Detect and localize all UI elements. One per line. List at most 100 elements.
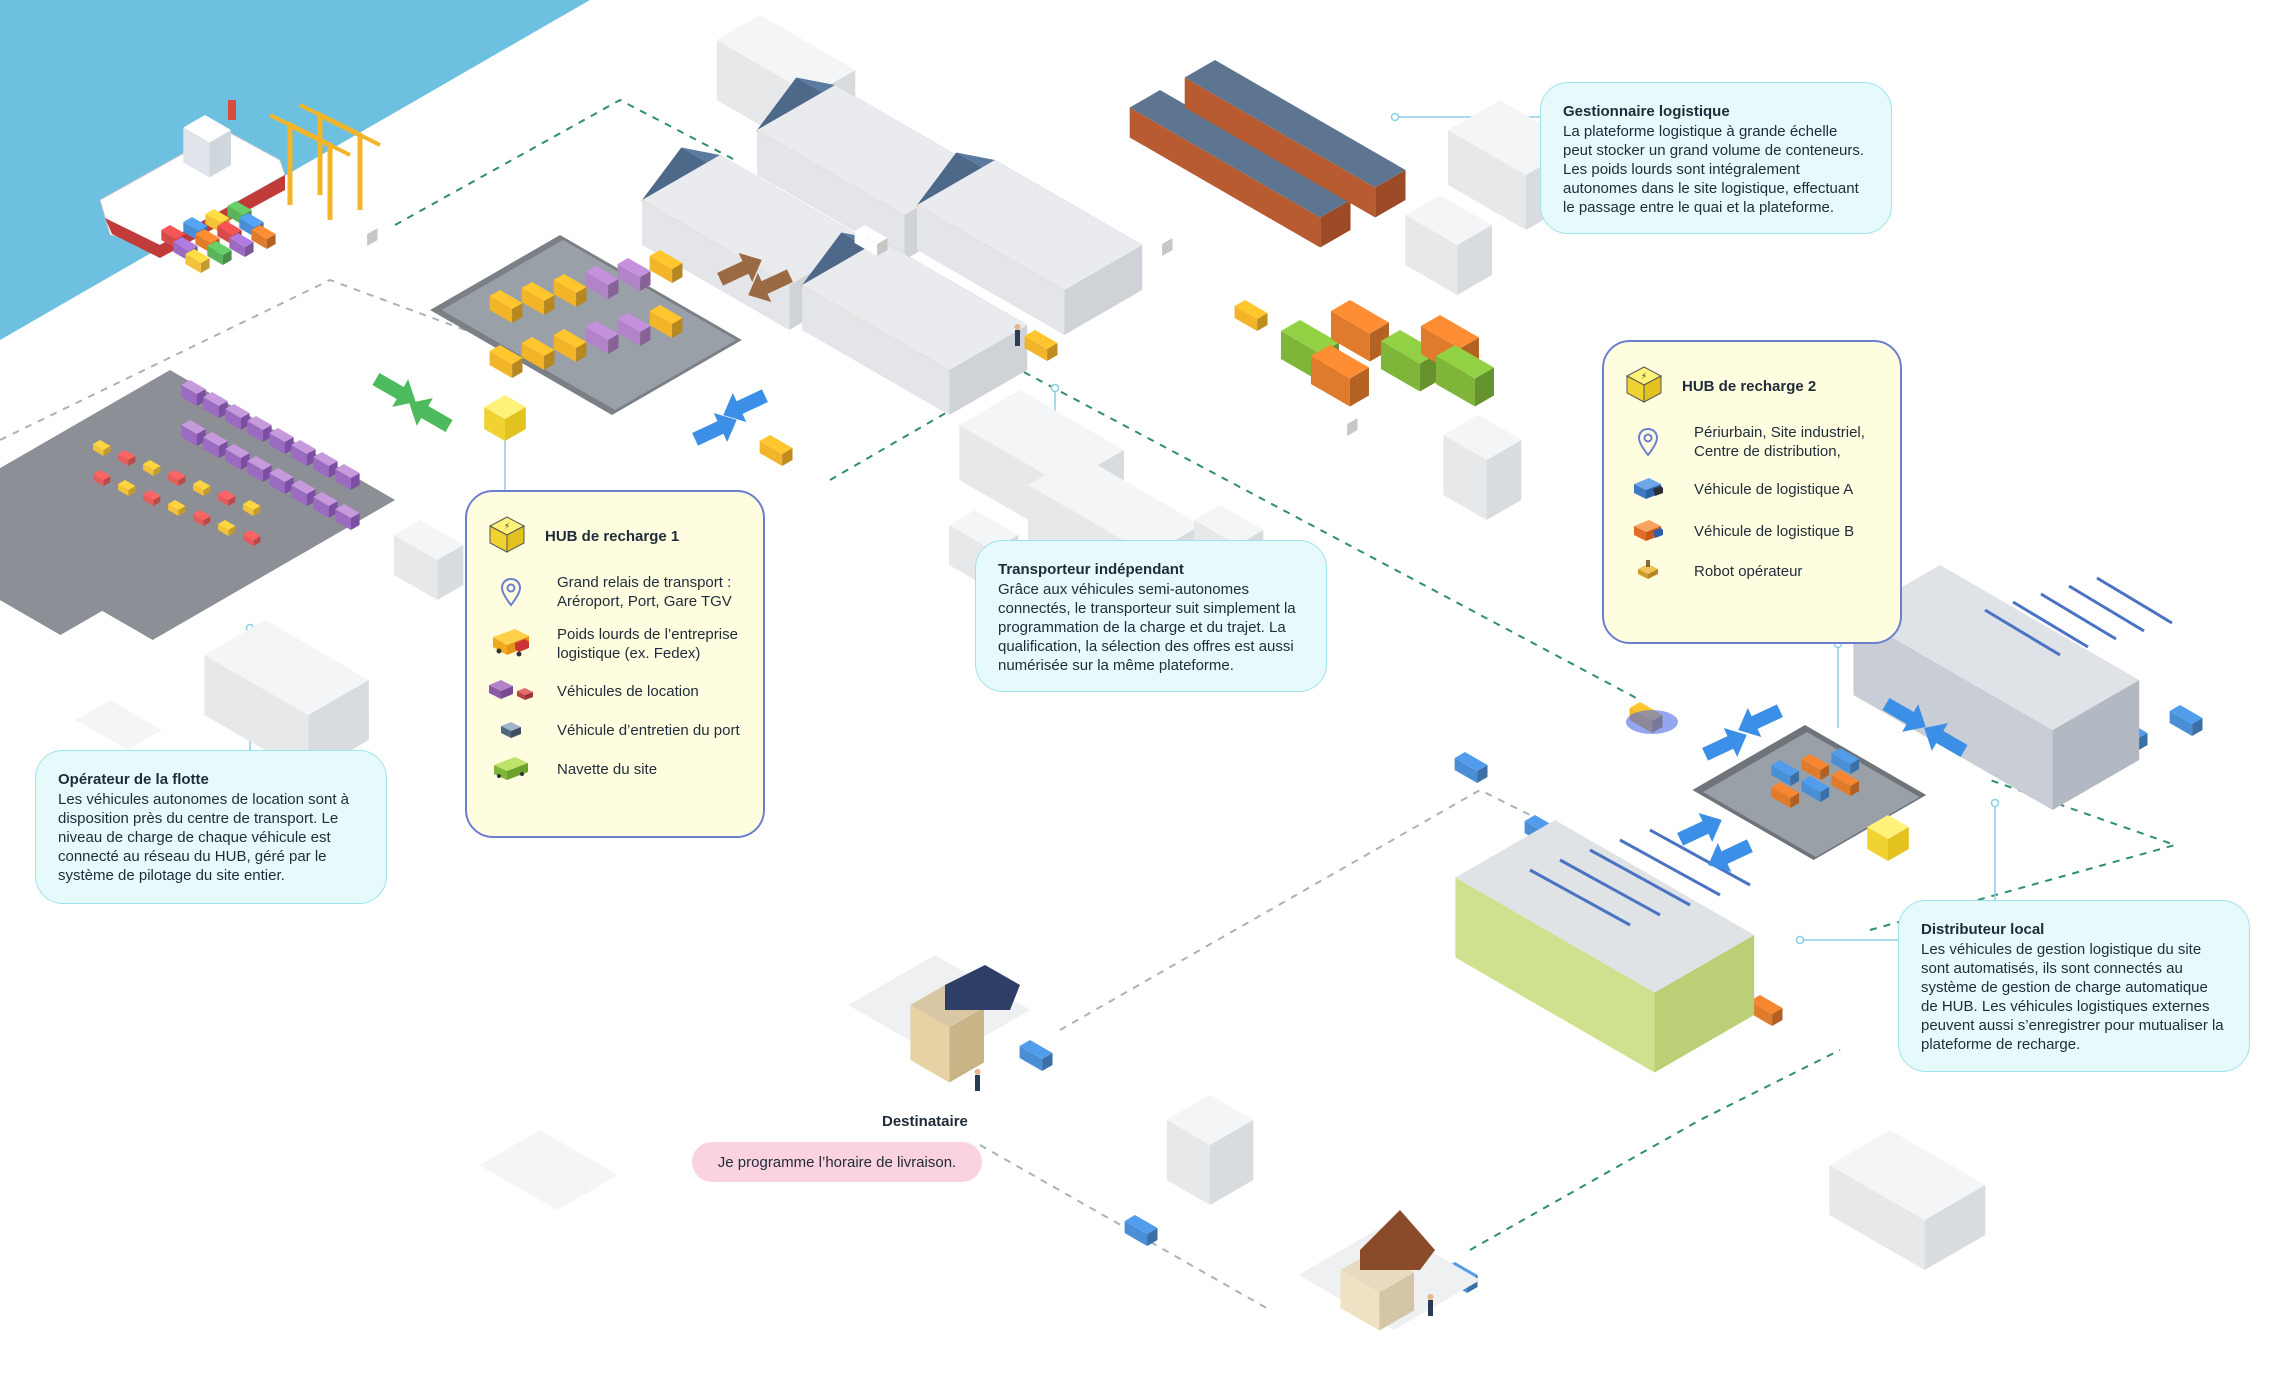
person-3 (1015, 330, 1020, 346)
road-truck-1-right-face (367, 228, 378, 246)
fleet-parking-lot-2 (0, 455, 234, 635)
rental-van-15-top-face (313, 492, 338, 506)
parked-car-9-right-face (128, 486, 136, 496)
transfer-arrow-brown-2-shape (748, 269, 793, 303)
parked-truck-1-right-face (512, 303, 523, 323)
regional-shelf-1 (1984, 608, 2061, 657)
ship-bridge-top-face (183, 115, 231, 143)
operateur-title: Opérateur de la flotte (58, 771, 209, 788)
hub2-arrow-blue-5 (1677, 812, 1722, 846)
rental-van-3-top-face (225, 404, 250, 418)
warehouse-body-1-top-face (642, 155, 868, 285)
storage-shed-1 (1129, 90, 1351, 248)
parked-car-3 (143, 460, 161, 476)
person-2 (1428, 1300, 1433, 1316)
parked-car-14-right-face (253, 536, 261, 546)
pointer-dot-1 (1390, 112, 1400, 122)
hub1-item-shuttle: Navette du site (487, 755, 743, 783)
rental-van-4 (247, 416, 272, 442)
road-truck-1 (344, 215, 378, 246)
destinataire-house (910, 985, 984, 1083)
parked-car-9 (118, 480, 136, 496)
yard-container-3 (1310, 345, 1369, 407)
road-truck-7-left-face (1324, 411, 1348, 436)
hub1-charge-box (484, 395, 526, 441)
operator-robot-icon (1624, 559, 1672, 583)
hub1-item-maintenance-label: Véhicule d’entretien du port (557, 721, 740, 739)
parked-truck-11-right-face (640, 326, 651, 346)
warehouse-shelf-1 (1529, 868, 1631, 927)
hub2-item-vehicle-b-label: Véhicule de logistique B (1694, 522, 1855, 540)
background-block-8-top-face (1194, 505, 1264, 545)
road-truck-13-right-face (2137, 733, 2148, 751)
rental-van-7-left-face (313, 457, 329, 478)
hub1-item-heavy-trucks-label: Poids lourds de l’entreprise logistique … (557, 626, 738, 662)
road-truck-12-right-face (1477, 765, 1488, 783)
road-truck-5-top-face (1234, 300, 1268, 319)
svg-text:⚡: ⚡ (1641, 372, 1647, 382)
hub1-item-location-label: Grand relais de transport : Aréroport, P… (557, 574, 732, 610)
parked-car-5-top-face (193, 480, 211, 490)
parked-car-11-left-face (168, 504, 179, 516)
hub2-vehicle-3-left-face (1831, 753, 1851, 774)
port-container-8-left-face (239, 218, 255, 237)
road-truck-5 (1234, 300, 1268, 331)
background-block-10-top-face (204, 620, 369, 715)
parked-truck-5-left-face (617, 264, 641, 291)
hub2-vehicle-6-left-face (1831, 775, 1851, 796)
background-block-12 (1829, 1130, 1986, 1270)
distributeur-info-card: Distributeur local Les véhicules de gest… (1898, 900, 2250, 1072)
parked-truck-11-top-face (617, 313, 651, 332)
parked-truck-12-right-face (672, 318, 683, 338)
parked-truck-12-left-face (649, 311, 673, 338)
parked-truck-2-right-face (544, 295, 555, 315)
hub2-vehicle-3-top-face (1831, 748, 1860, 764)
background-block-3-right-face (1457, 225, 1492, 295)
hub2-vehicle-4 (1771, 782, 1800, 808)
rental-van-15-left-face (313, 497, 329, 518)
parked-car-6 (218, 490, 236, 506)
parked-car-12 (193, 510, 211, 526)
background-block-4-left-face (1443, 435, 1487, 520)
yard-container-4-left-face (1380, 341, 1420, 392)
operateur-info-card: Opérateur de la flotte Les véhicules aut… (35, 750, 387, 904)
hub1-arrow-green-1 (372, 372, 416, 407)
port-container-4-left-face (227, 206, 243, 225)
port-container-2-left-face (183, 222, 199, 241)
transfer-arrow-brown-1-shape (717, 252, 762, 286)
parked-car-1-top-face (93, 440, 111, 450)
transfer-arrow-brown-2 (748, 269, 793, 303)
distributeur-text: Les véhicules de gestion logistique du s… (1921, 941, 2224, 1053)
storage-shed-1-right-face (1320, 200, 1351, 248)
warehouse-shelf-3 (1589, 848, 1691, 907)
road-truck-3-right-face (1162, 238, 1173, 256)
background-block-12-top-face (1829, 1130, 1986, 1220)
road-truck-14-top-face (2169, 705, 2203, 724)
parked-car-10-left-face (143, 494, 154, 506)
port-container-9-top-face (185, 249, 210, 263)
hub2-charge-box (1867, 815, 1909, 861)
rental-van-12-left-face (247, 461, 263, 482)
hub2-vehicle-5-left-face (1801, 781, 1821, 802)
background-block-11 (1166, 1095, 1254, 1205)
person-head-2 (1427, 1294, 1434, 1300)
parked-car-7-right-face (253, 506, 261, 516)
hub2-item-vehicle-b: Véhicule de logistique B (1624, 517, 1880, 545)
road-truck-10 (1749, 995, 1783, 1026)
storage-shed-1-top-face (1129, 90, 1351, 218)
rental-van-4-top-face (247, 416, 272, 430)
gestionnaire-text: La plateforme logistique à grande échell… (1563, 123, 1865, 216)
hub2-item-vehicle-a-label: Véhicule de logistique A (1694, 480, 1854, 498)
hub2-box-icon: ⚡ (1624, 364, 1664, 409)
hub2-arrow-blue-4 (1924, 723, 1968, 758)
warehouse-body-2-top-face (757, 85, 983, 215)
transporteur-info-card: Transporteur indépendant Grâce aux véhic… (975, 540, 1327, 692)
rental-van-6-left-face (291, 445, 307, 466)
parked-truck-9-left-face (553, 335, 577, 362)
road-truck-6-top-face (759, 435, 793, 454)
rental-van-2-top-face (203, 392, 228, 406)
parked-truck-8-right-face (544, 350, 555, 370)
road-truck-15-right-face (1042, 1053, 1053, 1071)
parked-truck-7-left-face (489, 351, 513, 378)
